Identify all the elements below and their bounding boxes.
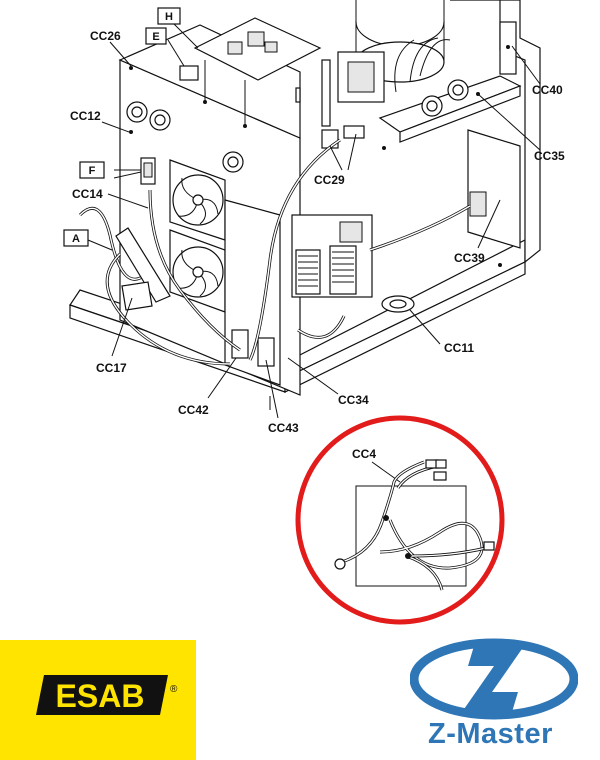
callout-cc12: CC12 bbox=[70, 109, 101, 123]
tag-a-label: A bbox=[72, 233, 80, 245]
cable-bundles bbox=[78, 37, 471, 366]
callout-cc29: CC29 bbox=[314, 173, 345, 187]
callout-cc11: CC11 bbox=[444, 341, 474, 355]
tag-h: H bbox=[157, 7, 181, 25]
callout-cc40: CC40 bbox=[532, 83, 563, 97]
tag-a: A bbox=[63, 229, 89, 247]
esab-wordmark: ESAB bbox=[36, 675, 168, 715]
leader-lines bbox=[87, 21, 541, 419]
callout-cc14: CC14 bbox=[72, 187, 103, 201]
callout-cc35: CC35 bbox=[534, 149, 565, 163]
tag-f-label: F bbox=[89, 165, 96, 177]
tag-e: E bbox=[145, 27, 167, 45]
z-master-emblem bbox=[410, 638, 578, 720]
callout-cc26: CC26 bbox=[90, 29, 121, 43]
tag-h-label: H bbox=[165, 11, 173, 23]
machine-chassis bbox=[69, 0, 541, 410]
esab-registered-mark: ® bbox=[170, 684, 178, 695]
tag-f: F bbox=[79, 161, 105, 179]
callout-labels: CC26 CC12 CC14 CC17 CC42 CC43 CC34 CC11 … bbox=[70, 29, 565, 435]
callout-cc17: CC17 bbox=[96, 361, 127, 375]
tag-e-label: E bbox=[152, 31, 159, 43]
highlight-cc4: CC4 bbox=[295, 415, 505, 625]
callout-cc39: CC39 bbox=[454, 251, 485, 265]
callout-cc43: CC43 bbox=[268, 421, 299, 435]
callout-cc42: CC42 bbox=[178, 403, 209, 417]
esab-logo-text: ESAB bbox=[56, 678, 145, 714]
z-master-logo-text: Z-Master bbox=[428, 718, 553, 750]
highlight-circle bbox=[295, 415, 505, 625]
callout-cc4: CC4 bbox=[352, 447, 376, 461]
callout-cc34: CC34 bbox=[338, 393, 369, 407]
